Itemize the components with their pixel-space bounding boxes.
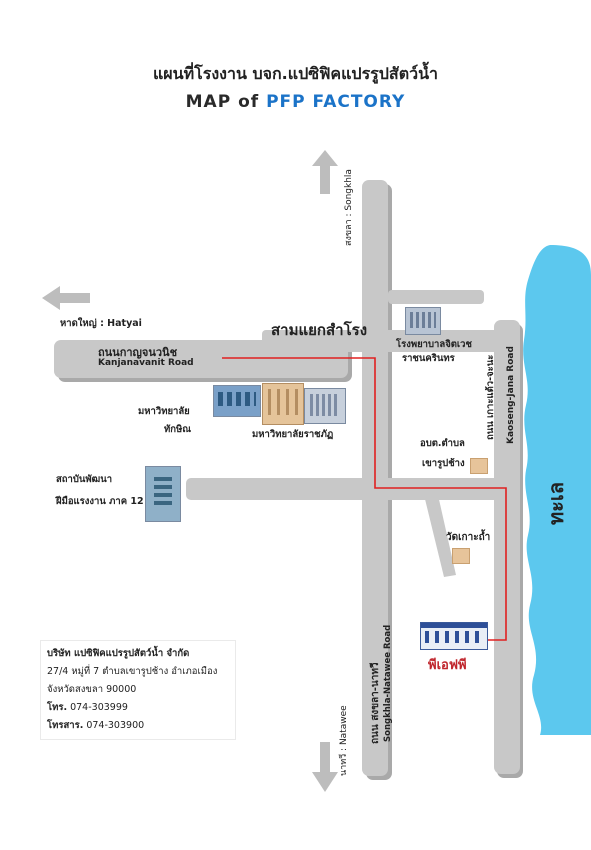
company-name: บริษัท แปซิฟิคแปรรูปสัตว์น้ำ จำกัด xyxy=(47,648,190,659)
label-natawee-road-th: ถนน สงขลา-นาทวี xyxy=(370,662,381,744)
label-songkhla: สงขลา : Songkhla xyxy=(344,169,354,246)
label-hatyai: หาดใหญ่ : Hatyai xyxy=(60,318,142,329)
company-tel: โทร. 074-303999 xyxy=(47,699,229,717)
label-thaksin-2: ทักษิณ xyxy=(164,424,192,435)
map-title-english: MAP of PFP FACTORY xyxy=(0,92,591,112)
title-en-brand: PFP xyxy=(266,92,306,112)
arrow-down-icon xyxy=(312,742,338,792)
label-kaoseng-th: ถนน เกาะแต้ว-จะนะ xyxy=(485,354,496,440)
obt-marker-icon xyxy=(470,458,488,474)
label-obt-2: เขารูปช้าง xyxy=(422,458,465,469)
label-hospital-2: ราชนครินทร xyxy=(402,353,455,364)
road-samyaek-link xyxy=(262,330,502,352)
thaksin-building-icon xyxy=(213,385,261,417)
title-en-suffix: FACTORY xyxy=(305,92,406,112)
company-address-1: 27/4 หมู่ที่ 7 ตำบลเขารูปช้าง อำเภอเมือง xyxy=(47,666,218,677)
fax-label: โทรสาร. xyxy=(47,720,84,731)
label-obt-1: อบต.ตำบล xyxy=(420,438,465,449)
wat-marker-icon xyxy=(452,548,470,564)
label-institute-1: สถาบันพัฒนา xyxy=(56,474,113,485)
label-wat: วัดเกาะถ้ำ xyxy=(446,532,491,543)
road-kaoseng-jana xyxy=(494,320,520,774)
title-en-prefix: MAP of xyxy=(185,92,267,112)
pfp-factory-icon xyxy=(420,622,488,650)
tel-label: โทร. xyxy=(47,702,68,713)
map-title-thai: แผนที่โรงงาน บจก.แปซิฟิคแปรรูปสัตว์น้ำ xyxy=(152,64,438,83)
label-hospital-1: โรงพยาบาลจิตเวช xyxy=(396,339,472,350)
road-wat-branch xyxy=(424,495,456,577)
label-samyaek: สามแยกสำโรง xyxy=(271,321,368,339)
label-institute-2: ฝีมือแรงงาน ภาค 12 xyxy=(56,496,144,507)
label-rajabhat: มหาวิทยาลัยราชภัฏ xyxy=(252,429,334,440)
label-pfp: พีเอฟพี xyxy=(428,658,467,673)
hospital-building-icon xyxy=(405,307,441,335)
label-kanjanavanit-en: Kanjanavanit Road xyxy=(98,358,194,368)
company-address-2: จังหวัดสงขลา 90000 xyxy=(47,684,137,695)
road-cross-south xyxy=(186,478,520,500)
label-natawee: นาทวี : Natawee xyxy=(339,705,349,776)
label-kaoseng-en: Kaoseng-Jana Road xyxy=(506,346,516,444)
arrow-up-icon xyxy=(312,150,338,194)
road-hospital-branch xyxy=(388,290,484,304)
sea-area xyxy=(523,245,591,735)
label-thaksin-1: มหาวิทยาลัย xyxy=(138,406,190,417)
company-info-box: บริษัท แปซิฟิคแปรรูปสัตว์น้ำ จำกัด 27/4 … xyxy=(40,640,236,740)
label-natawee-road-en: Songkhla-Natawee Road xyxy=(383,624,393,742)
label-kanjanavanit-th: ถนนกาญจนวนิช xyxy=(98,346,178,359)
institute-building-icon xyxy=(145,466,181,522)
arrow-left-icon xyxy=(42,286,90,310)
rajabhat-building-icon xyxy=(262,383,304,425)
company-fax: โทรสาร. 074-303900 xyxy=(47,717,229,735)
tel-number: 074-303999 xyxy=(67,702,128,713)
fax-number: 074-303900 xyxy=(83,720,145,731)
rajabhat-building-2-icon xyxy=(304,388,346,424)
